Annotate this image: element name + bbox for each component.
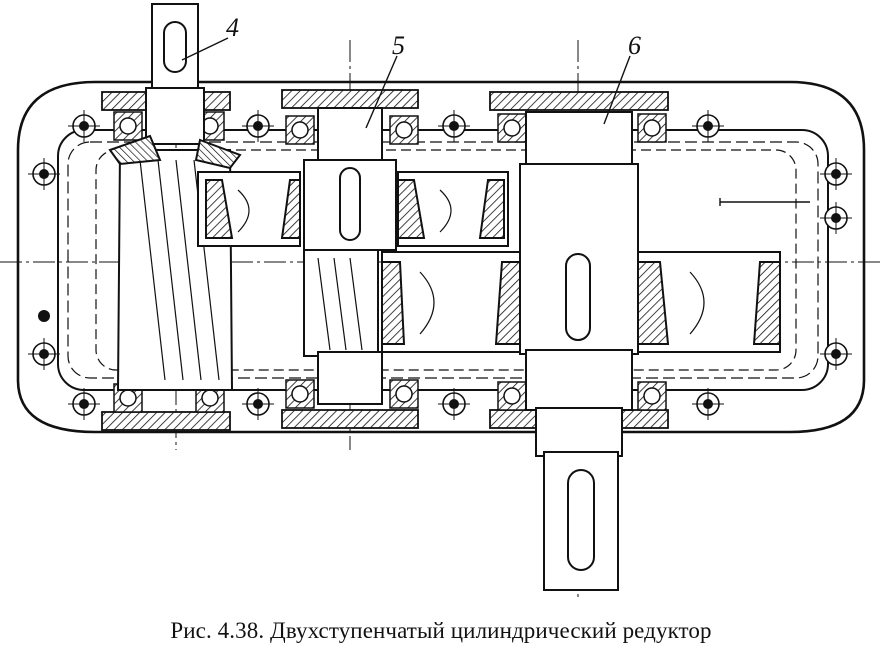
housing-bolts xyxy=(27,109,853,421)
oil-dipstick xyxy=(719,198,810,206)
output-shaft xyxy=(381,111,781,591)
callout-4: 4 xyxy=(226,13,239,42)
callout-6: 6 xyxy=(628,31,641,60)
callout-leaders xyxy=(181,37,631,129)
bearing-caps-bottom xyxy=(101,379,669,431)
figure-caption: Рис. 4.38. Двухступенчатый цилиндрически… xyxy=(170,618,712,643)
intermediate-shaft xyxy=(197,107,509,405)
callout-5: 5 xyxy=(392,31,405,60)
housing xyxy=(16,80,866,434)
